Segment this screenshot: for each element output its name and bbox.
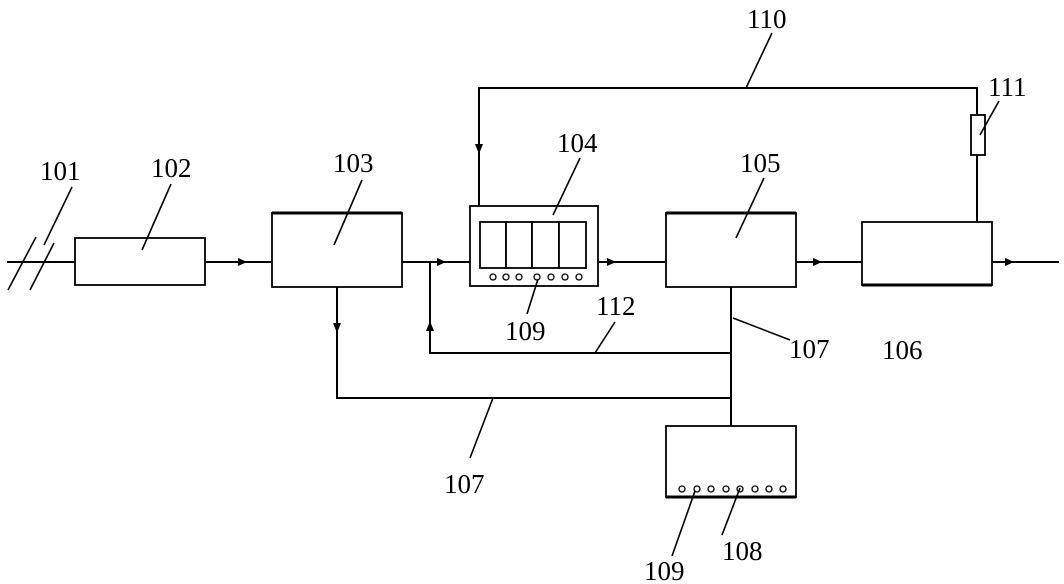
label-112: 112: [596, 291, 636, 321]
block-104: [469, 205, 599, 287]
block-104-compartments: [479, 221, 587, 269]
label-108: 108: [722, 536, 763, 566]
component-111: [970, 114, 986, 156]
label-110: 110: [747, 4, 787, 34]
line-112: [426, 261, 732, 354]
block-106: [861, 221, 993, 287]
label-105: 105: [740, 148, 781, 178]
label-104: 104: [557, 128, 598, 158]
label-103: 103: [333, 148, 374, 178]
outlet-pipe: [991, 258, 1059, 266]
label-107-right: 107: [789, 334, 830, 364]
label-106: 106: [882, 335, 923, 365]
leader-lines: [43, 32, 1000, 557]
block-102: [74, 237, 206, 286]
pipe-103-104: [401, 258, 471, 266]
pipe-105-106: [795, 258, 863, 266]
pipe-102-103: [204, 258, 273, 266]
block-105: [665, 211, 797, 288]
inlet-pipe: [7, 236, 76, 291]
return-line-110: [475, 87, 978, 223]
label-109-top: 109: [505, 316, 546, 346]
label-111: 111: [988, 72, 1027, 102]
line-107: [333, 286, 732, 427]
block-103: [271, 211, 403, 288]
label-102: 102: [151, 153, 192, 183]
block-108: [665, 425, 797, 499]
label-107-bottom: 107: [444, 469, 485, 499]
label-101: 101: [40, 156, 81, 186]
label-109-bottom: 109: [644, 556, 685, 584]
pipe-104-105: [597, 258, 667, 266]
